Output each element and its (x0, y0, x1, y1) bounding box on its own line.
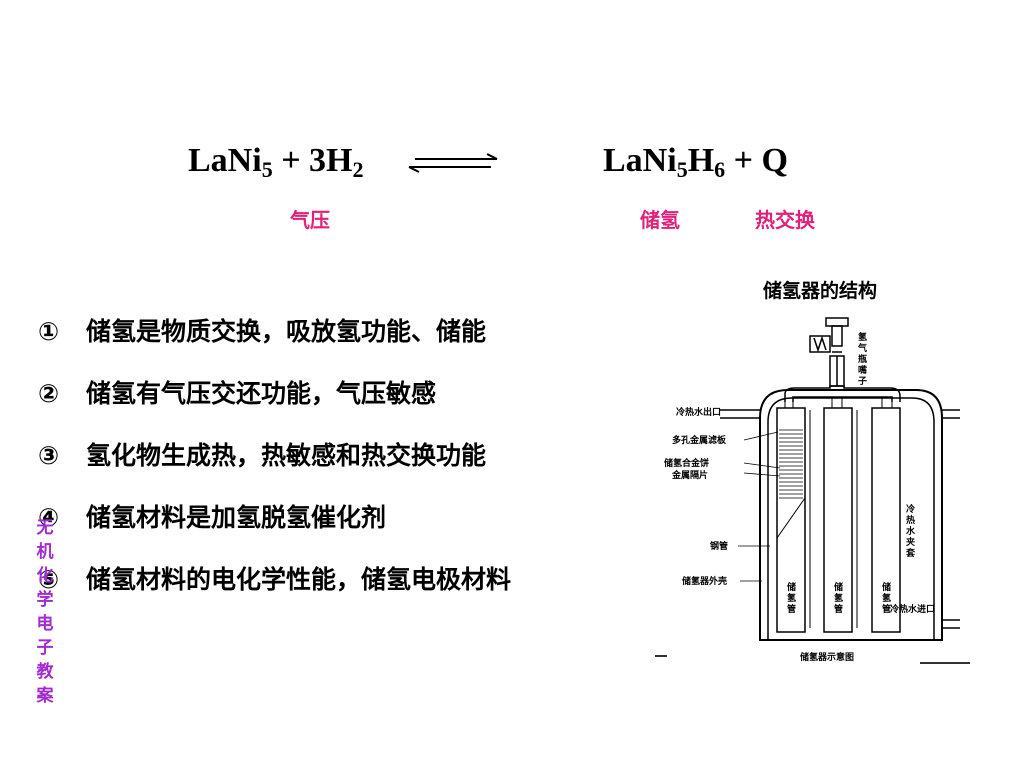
nozzle-label: 氢气瓶嘴子 (857, 331, 867, 387)
storage-label: 储氢 (640, 208, 680, 232)
valve-icon (809, 317, 849, 387)
equilibrium-arrow-icon (408, 153, 498, 173)
steel-label: 钢管 (710, 540, 728, 552)
side-label: 无机化学电子教案 (36, 518, 54, 706)
pressure-label: 气压 (290, 208, 330, 232)
diagram-title: 储氢器的结构 (763, 280, 878, 302)
hydrogen-storage-diagram: 冷热水出口 多孔金属滤板 储氢合金饼 金属隔片 钢管 储氢器外壳 冷热水进口 储… (664, 317, 960, 663)
divider (920, 662, 970, 664)
tube-label: 储氢管 (787, 581, 796, 615)
tube-label: 储氢管 (834, 581, 843, 615)
tube-label: 储氢管 (882, 581, 891, 615)
outlet-label: 冷热水出口 (676, 406, 721, 418)
alloy-label: 储氢合金饼 (664, 457, 709, 469)
inlet-label: 冷热水进口 (890, 603, 935, 615)
jacket-label: 冷热水夹套 (906, 503, 916, 559)
shell-label: 储氢器外壳 (682, 575, 727, 587)
filter-label: 多孔金属滤板 (672, 434, 727, 446)
equation-right: LaNi5H6 + Q (603, 142, 788, 182)
equation-left: LaNi5 + 3H2 (188, 142, 364, 182)
separator-label: 金属隔片 (671, 469, 708, 481)
heat-exchange-label: 热交换 (755, 208, 815, 232)
divider (655, 655, 667, 657)
diagram-caption: 储氢器示意图 (800, 651, 854, 663)
